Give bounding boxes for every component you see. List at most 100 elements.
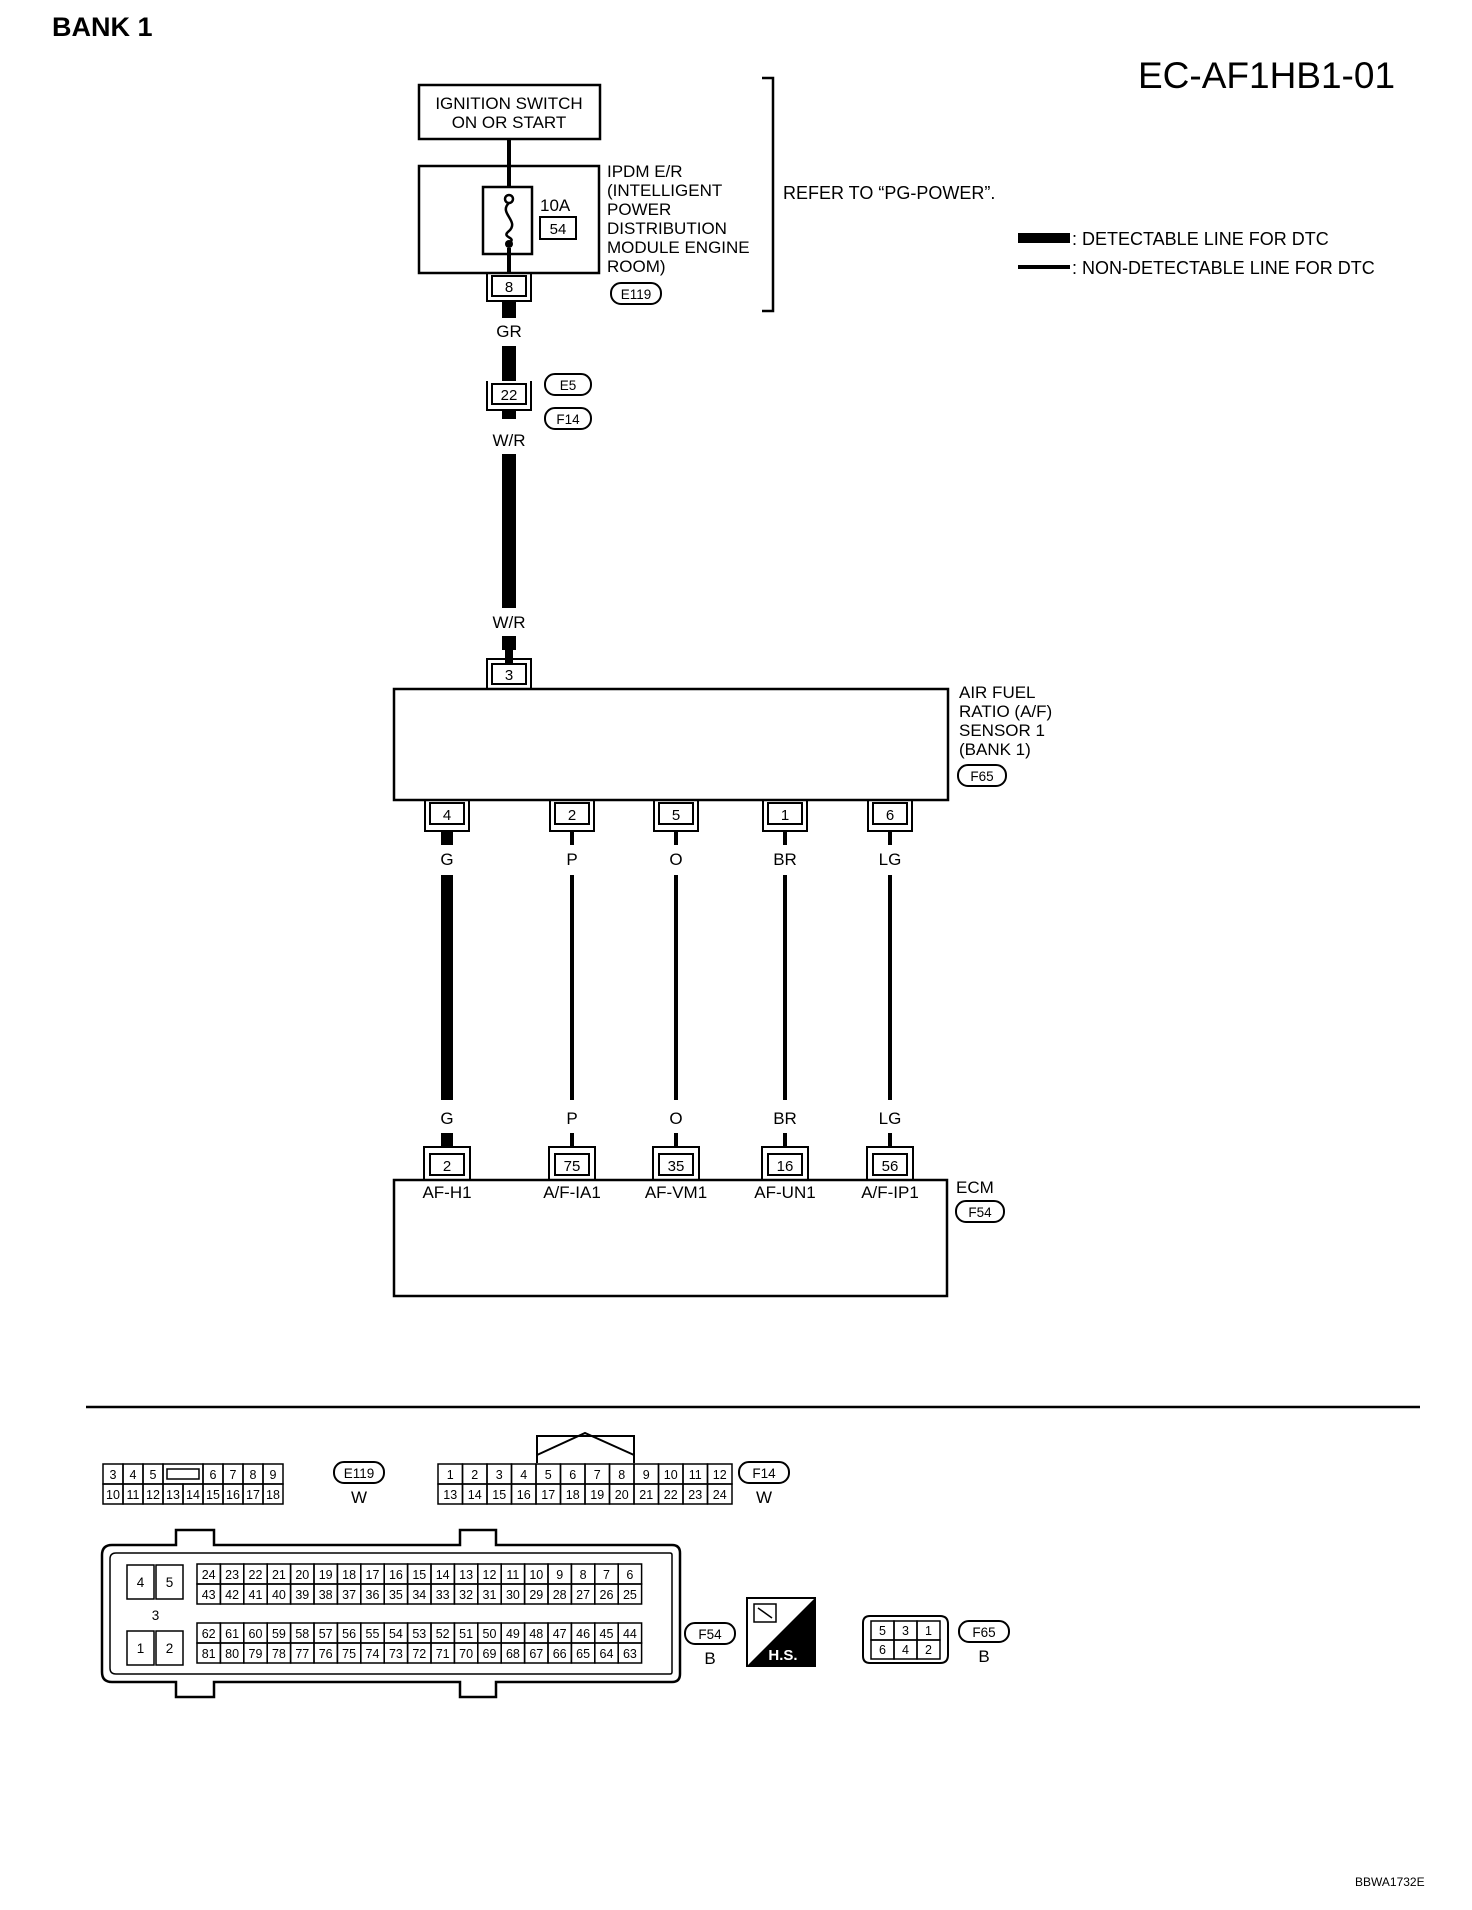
f54-pin: 72 — [406, 1642, 432, 1664]
fuse-rating: 10A — [540, 196, 571, 215]
wire-segment — [570, 875, 574, 1100]
wire-color-label-top: O — [669, 850, 682, 869]
f54-pin-number: 9 — [556, 1568, 563, 1582]
f54-pin: 13 — [453, 1563, 479, 1585]
refer-bracket — [762, 76, 775, 313]
f54-pin: 43 — [196, 1583, 222, 1605]
f14-pin-number: 3 — [496, 1468, 503, 1482]
e119-pin-number: 11 — [127, 1488, 140, 1502]
f54-pin: 24 — [196, 1563, 222, 1585]
f54-pin-number: 31 — [483, 1588, 497, 1602]
e119-pin-number: 16 — [226, 1488, 240, 1502]
f54-pin: 22 — [243, 1563, 268, 1585]
ipdm-label-line-3: POWER — [607, 200, 671, 219]
wire-gr-lower — [502, 346, 516, 381]
f54-pin-number: 66 — [553, 1647, 567, 1661]
wire-segment — [674, 875, 678, 1100]
e119-pin-number: 7 — [230, 1468, 237, 1482]
f14-pin-number: 18 — [566, 1488, 580, 1502]
f65-color: B — [978, 1647, 989, 1666]
f65-pin-number: 2 — [925, 1643, 932, 1657]
e119-pin-number: 13 — [166, 1488, 180, 1502]
f54-pin: 62 — [196, 1622, 222, 1644]
f54-pin: 36 — [360, 1583, 385, 1605]
f54-pin: 42 — [219, 1583, 245, 1605]
f14-pin-number: 20 — [615, 1488, 629, 1502]
f54-pin-number: 80 — [225, 1647, 239, 1661]
f54-pin: 25 — [617, 1583, 643, 1605]
f65-pin: 4 — [893, 1639, 918, 1660]
f54-color: B — [704, 1649, 715, 1668]
f54-pin: 48 — [523, 1622, 549, 1644]
e119-pin: 13 — [162, 1483, 184, 1505]
f14-pin-number: 22 — [664, 1488, 678, 1502]
f14-pin-number: 12 — [713, 1468, 727, 1482]
e119-color: W — [351, 1488, 367, 1507]
e119-pin: 12 — [142, 1483, 164, 1505]
f54-connector-body — [100, 1528, 682, 1699]
f14-pin: 10 — [657, 1463, 684, 1485]
e119-pin: 5 — [142, 1463, 164, 1485]
ipdm-label-line-1: IPDM E/R — [607, 162, 683, 181]
f54-pin: 40 — [266, 1583, 292, 1605]
f14-pin-number: 24 — [713, 1488, 727, 1502]
f54-pin-number: 35 — [389, 1588, 403, 1602]
e119-pin: 8 — [242, 1463, 264, 1485]
f54-pin: 79 — [243, 1642, 268, 1664]
wire-color-label-bottom: O — [669, 1109, 682, 1128]
f54-pin-number: 15 — [412, 1568, 426, 1582]
wire-segment — [888, 875, 892, 1100]
e119-pin-number: 15 — [206, 1488, 220, 1502]
f54-pin-number: 43 — [202, 1588, 216, 1602]
f54-pin: 70 — [453, 1642, 479, 1664]
sensor-terminal-number: 5 — [672, 807, 680, 824]
f65-pin-number: 3 — [902, 1624, 909, 1638]
f54-pin: 17 — [360, 1563, 385, 1585]
f54-pin-number: 27 — [576, 1588, 590, 1602]
e119-pin-number: 3 — [110, 1468, 117, 1482]
wire-color-label-top: G — [440, 850, 453, 869]
f54-pin: 1 — [126, 1630, 155, 1666]
f14-pin-number: 4 — [520, 1468, 527, 1482]
wire-color-label-bottom: LG — [879, 1109, 902, 1128]
wire-color-label-top: P — [566, 850, 577, 869]
f14-pin: 15 — [486, 1483, 513, 1505]
wire-gr-label: GR — [496, 322, 522, 341]
f54-id: F54 — [698, 1627, 722, 1642]
f65-pin: 1 — [916, 1620, 941, 1641]
wire-color-label-top: BR — [773, 850, 797, 869]
diagram-code: EC-AF1HB1-01 — [1138, 55, 1395, 96]
wire-gr — [502, 301, 516, 318]
f54-pin-number: 33 — [436, 1588, 450, 1602]
ecm-terminal-label: AF-UN1 — [754, 1183, 815, 1202]
f14-pin-number: 6 — [569, 1468, 576, 1482]
f54-pin: 7 — [594, 1563, 619, 1585]
f65-id: F65 — [972, 1625, 995, 1640]
f54-pin-number: 74 — [366, 1647, 380, 1661]
f54-pin: 63 — [617, 1642, 643, 1664]
f14-pin-number: 9 — [643, 1468, 650, 1482]
f54-pin-number: 44 — [623, 1627, 637, 1641]
f54-pin-number: 3 — [152, 1608, 160, 1623]
f14-pin-number: 5 — [545, 1468, 552, 1482]
f54-pin-number: 24 — [202, 1568, 216, 1582]
f14-pin: 16 — [510, 1483, 537, 1505]
f54-pin-number: 16 — [389, 1568, 403, 1582]
e119-pin-number: 10 — [106, 1488, 120, 1502]
f54-pin: 16 — [383, 1563, 409, 1585]
f54-pin-number: 10 — [529, 1568, 543, 1582]
e119-pin: 14 — [182, 1483, 204, 1505]
f14-pin: 12 — [706, 1463, 733, 1485]
f14-pin: 4 — [510, 1463, 537, 1485]
f54-pin-number: 7 — [603, 1568, 610, 1582]
f54-pin: 49 — [500, 1622, 526, 1644]
f54-pin: 77 — [289, 1642, 315, 1664]
f54-pin: 21 — [266, 1563, 292, 1585]
f54-pin: 80 — [219, 1642, 245, 1664]
f54-pin-number: 41 — [249, 1588, 263, 1602]
f65-pin: 6 — [870, 1639, 895, 1660]
ecm-connector-id: F54 — [968, 1205, 992, 1220]
f54-pin-number: 77 — [295, 1647, 309, 1661]
